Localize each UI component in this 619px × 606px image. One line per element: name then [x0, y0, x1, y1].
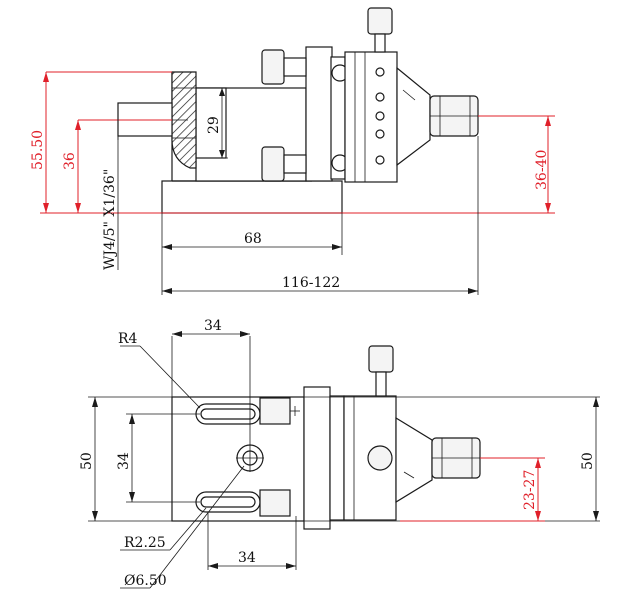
adjust-screw-bottom	[261, 146, 285, 182]
dim-68: 68	[244, 231, 262, 247]
mounting-holes	[375, 67, 385, 165]
dim-50-right: 50	[580, 452, 596, 470]
adjust-screw-top	[261, 49, 285, 85]
dim-50-left: 50	[79, 452, 95, 470]
bottom-vertical-plate	[303, 386, 331, 530]
top-knob	[367, 7, 393, 35]
red-dimensions-bottom	[400, 457, 545, 522]
dim-34-top: 34	[204, 318, 222, 334]
dim-hole: Ø6.50	[124, 573, 167, 589]
bottom-top-knob	[368, 345, 394, 373]
dim-34-slot: 34	[116, 452, 132, 470]
dim-23-27: 23-27	[522, 470, 538, 510]
black-dimensions-top	[117, 87, 479, 295]
cone-adapter	[396, 66, 431, 167]
dim-r4: R4	[118, 331, 138, 347]
side-knob	[367, 445, 393, 471]
dim-34-bottom: 34	[238, 550, 256, 566]
dim-116-122: 116-122	[282, 275, 340, 291]
dim-36: 36	[62, 152, 78, 170]
dim-36-40: 36-40	[534, 150, 550, 190]
vertical-plate	[305, 46, 333, 182]
red-dimensions-top	[40, 71, 555, 214]
carrier-block	[344, 51, 398, 183]
bottom-view: 34 R4 50 34 R2.25 Ø6.50 34 50 23-27	[79, 318, 600, 589]
base-plate	[161, 180, 343, 214]
top-view: 55.50 36 36-40 29 68 116-122 WJ4/5" X1/3…	[30, 7, 555, 295]
dim-29: 29	[206, 116, 222, 134]
screw-bottom	[259, 489, 291, 517]
screw-top	[259, 397, 291, 425]
dim-55-50: 55.50	[30, 130, 46, 170]
dim-thread: WJ4/5" X1/36"	[102, 169, 118, 270]
dim-r2-25: R2.25	[124, 535, 166, 551]
